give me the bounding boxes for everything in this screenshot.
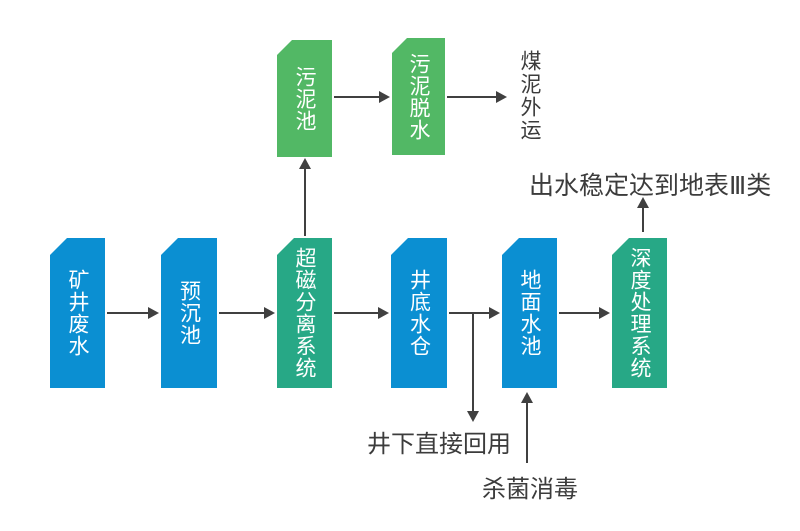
node-surface-pool: 地面水池 [502,238,557,388]
node-mine-wastewater-label: 矿井废水 [66,269,89,357]
arrow-branch-to-underground-reuse [467,314,479,422]
arrow-dewatering-to-outbound [447,91,507,103]
node-mine-wastewater: 矿井废水 [50,238,105,388]
node-shaft-bottom-sump: 井底水仓 [391,238,447,388]
arrow-surface-pool-to-advanced [559,307,610,319]
annotation-effluent-standard: 出水稳定达到地表Ⅲ类 [529,172,772,200]
annotation-underground-direct-reuse: 井下直接回用 [367,431,511,458]
annotation-coal-sludge-outbound: 煤泥外运 [518,50,541,142]
arrow-presedimentation-to-magnetic [219,307,275,319]
annotation-sterilization-disinfection: 杀菌消毒 [482,476,578,503]
arrow-mine-to-presedimentation [107,307,159,319]
arrow-sludge-pool-to-dewatering [334,91,390,103]
node-advanced-treatment-system-label: 深度处理系统 [628,247,651,379]
arrow-disinfection-to-surface-pool [521,392,533,463]
node-sludge-dewatering-label: 污泥脱水 [407,52,430,141]
node-sludge-pool-label: 污泥池 [293,65,316,132]
arrow-magnetic-to-sump [334,307,389,319]
arrow-advanced-to-effluent-standard [637,197,649,232]
node-super-magnetic-separation-label: 超磁分离系统 [293,247,316,379]
node-sludge-dewatering: 污泥脱水 [392,38,445,155]
node-pre-sedimentation-pool: 预沉池 [161,238,217,388]
node-pre-sedimentation-pool-label: 预沉池 [177,280,201,346]
node-surface-pool-label: 地面水池 [518,269,541,357]
node-super-magnetic-separation: 超磁分离系统 [277,238,332,388]
node-advanced-treatment-system: 深度处理系统 [612,238,667,388]
arrow-magnetic-to-sludge-pool [299,158,311,236]
node-sludge-pool: 污泥池 [277,40,332,157]
arrow-sump-to-surface-pool [449,307,500,319]
node-shaft-bottom-sump-label: 井底水仓 [407,269,431,357]
